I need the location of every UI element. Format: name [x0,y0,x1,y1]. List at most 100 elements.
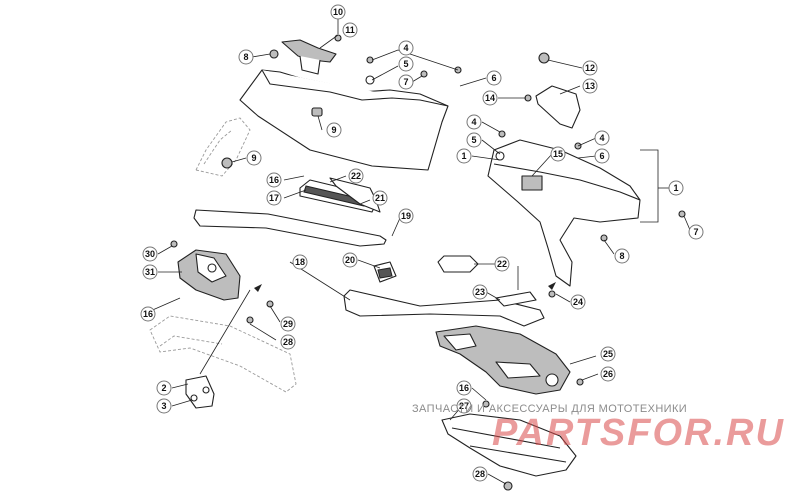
svg-text:24: 24 [573,297,583,307]
svg-text:29: 29 [283,319,293,329]
svg-text:4: 4 [471,117,476,127]
svg-text:2: 2 [161,383,166,393]
pointer-triangle-right [548,282,556,290]
callout-1-right: 1 [668,180,684,196]
callout-24: 24 [570,294,586,310]
svg-text:8: 8 [243,52,248,62]
callout-22-lower: 22 [494,256,510,272]
callout-28-left: 28 [280,334,296,350]
svg-text:4: 4 [599,133,604,143]
callout-7-right: 7 [688,224,704,240]
callout-21: 21 [372,190,388,206]
callout-22-upper: 22 [348,168,364,184]
callout-16-upper: 16 [266,172,282,188]
callout-26: 26 [600,366,616,382]
callout-30: 30 [142,246,158,262]
svg-text:15: 15 [553,149,563,159]
callout-3: 3 [156,398,172,414]
callout-13: 13 [582,78,598,94]
svg-text:28: 28 [283,337,293,347]
lower-right-mount-bracket [435,325,571,395]
watermark-logo: PARTSFOR.RU [492,412,785,454]
svg-text:13: 13 [585,81,595,91]
watermark-caption: ЗАПЧАСТИ И АКСЕССУАРЫ ДЛЯ МОТОТЕХНИКИ [412,403,688,415]
svg-text:16: 16 [459,383,469,393]
svg-text:26: 26 [603,369,613,379]
svg-text:23: 23 [475,287,485,297]
callout-10: 10 [330,4,346,20]
callout-14: 14 [482,90,498,106]
svg-text:6: 6 [491,73,496,83]
svg-text:16: 16 [269,175,279,185]
callout-1-left: 1 [456,148,472,164]
svg-text:20: 20 [345,255,355,265]
svg-text:5: 5 [403,59,408,69]
callout-6-top: 6 [486,70,502,86]
svg-text:9: 9 [251,153,256,163]
callout-4-top: 4 [398,40,414,56]
svg-text:28: 28 [475,469,485,479]
callout-8-right: 8 [614,248,630,264]
svg-text:5: 5 [471,135,476,145]
svg-text:18: 18 [295,257,305,267]
callout-19: 19 [398,208,414,224]
callout-2: 2 [156,380,172,396]
callout-4-right: 4 [466,114,482,130]
svg-text:22: 22 [497,259,507,269]
svg-text:9: 9 [331,125,336,135]
svg-text:22: 22 [351,171,361,181]
svg-text:11: 11 [345,25,355,35]
callout-5-top: 5 [398,56,414,72]
svg-text:6: 6 [599,151,604,161]
callout-9-left: 9 [246,150,262,166]
callout-11: 11 [342,22,358,38]
svg-text:27: 27 [459,401,469,411]
svg-text:3: 3 [161,401,166,411]
leader-lines [147,18,691,485]
svg-text:21: 21 [375,193,385,203]
svg-text:12: 12 [585,63,595,73]
svg-text:30: 30 [145,249,155,259]
callout-28-lower: 28 [472,466,488,482]
pointer-triangle-left [254,284,262,292]
svg-text:14: 14 [485,93,495,103]
callout-25: 25 [600,346,616,362]
upper-left-console-panel [239,39,449,171]
svg-text:4: 4 [403,43,408,53]
left-ghost-bracket [195,117,251,177]
callout-5-right: 5 [466,132,482,148]
callout-7-top: 7 [398,74,414,90]
small-hinge-plate [185,375,215,409]
fasteners [170,34,686,491]
callout-4-far-right: 4 [594,130,610,146]
callout-16-lower: 16 [456,380,472,396]
middle-bracket [343,255,545,327]
callout-18: 18 [292,254,308,270]
callout-16-left: 16 [140,306,156,322]
left-mount-bracket [177,249,241,301]
svg-text:8: 8 [619,251,624,261]
bottom-skid-plate [441,413,577,477]
svg-text:1: 1 [461,151,466,161]
upper-cross-bar [193,177,387,247]
svg-text:17: 17 [269,193,279,203]
svg-text:7: 7 [403,77,408,87]
svg-text:19: 19 [401,211,411,221]
svg-text:10: 10 [333,7,343,17]
callout-9-mid: 9 [326,122,342,138]
svg-text:31: 31 [145,267,155,277]
svg-text:1: 1 [673,183,678,193]
callout-29: 29 [280,316,296,332]
nut-9 [221,157,233,169]
callout-27: 27 [456,398,472,414]
grommet-9-top [311,107,323,117]
callout-6-far-right: 6 [594,148,610,164]
callout-12: 12 [582,60,598,76]
svg-text:25: 25 [603,349,613,359]
bracket-15 [521,175,543,191]
callout-31: 31 [142,264,158,280]
svg-text:7: 7 [693,227,698,237]
callout-23: 23 [472,284,488,300]
callout-17: 17 [266,190,282,206]
